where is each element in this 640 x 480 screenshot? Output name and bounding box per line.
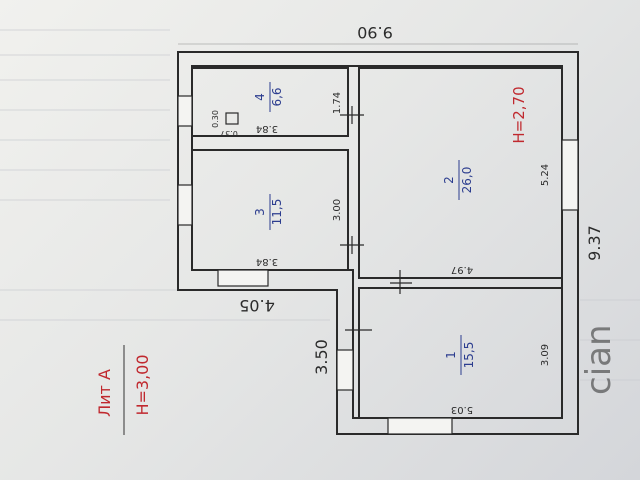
room-4-area: 6,6: [270, 87, 284, 106]
room-3-area: 11,5: [270, 199, 284, 226]
window-room2-east: [561, 139, 579, 211]
room-4-width: 3.84: [256, 123, 278, 134]
room-1-width: 5.03: [451, 404, 473, 415]
overall-width-label: 9.90: [357, 23, 393, 42]
window-room1-south: [387, 417, 453, 435]
door-marks: [340, 106, 412, 342]
room-2-area: 26,0: [460, 167, 474, 194]
stove-dim-b: 0.37: [220, 129, 238, 138]
room-1-outline: [358, 287, 563, 419]
room-2-width: 4.97: [451, 264, 473, 275]
room-3-number: 3: [253, 208, 267, 216]
outer-wall-inner: [191, 65, 563, 419]
background-lines: [0, 29, 640, 381]
window-room3-west: [177, 184, 193, 226]
window-room3-south: [217, 269, 269, 287]
room-4-number: 4: [253, 93, 267, 101]
watermark: cian: [579, 324, 619, 395]
overall-depth-label: 9.37: [585, 225, 604, 261]
outer-wall-outer: [177, 51, 579, 435]
window-room1-west: [336, 349, 354, 391]
window-room4-west: [177, 95, 193, 127]
room-2-length: 5.24: [540, 164, 551, 186]
room-4-length: 1.74: [332, 92, 343, 114]
stove-dim-a: 0.30: [211, 110, 220, 128]
stove-icon: [225, 112, 239, 125]
lit-label: Лит А: [95, 369, 114, 417]
room-1-length: 3.09: [540, 344, 551, 366]
room-1-number: 1: [444, 351, 458, 359]
lower-offset-label: 3.50: [312, 339, 331, 375]
room-2-ceiling-height: H=2,70: [510, 86, 528, 143]
room-3-length: 3.00: [332, 199, 343, 221]
left-offset-label: 4.05: [239, 296, 275, 315]
room-3-width: 3.84: [256, 256, 278, 267]
room-1-area: 15,5: [462, 342, 476, 369]
lit-height: H=3,00: [133, 354, 152, 415]
room-2-number: 2: [442, 176, 456, 184]
